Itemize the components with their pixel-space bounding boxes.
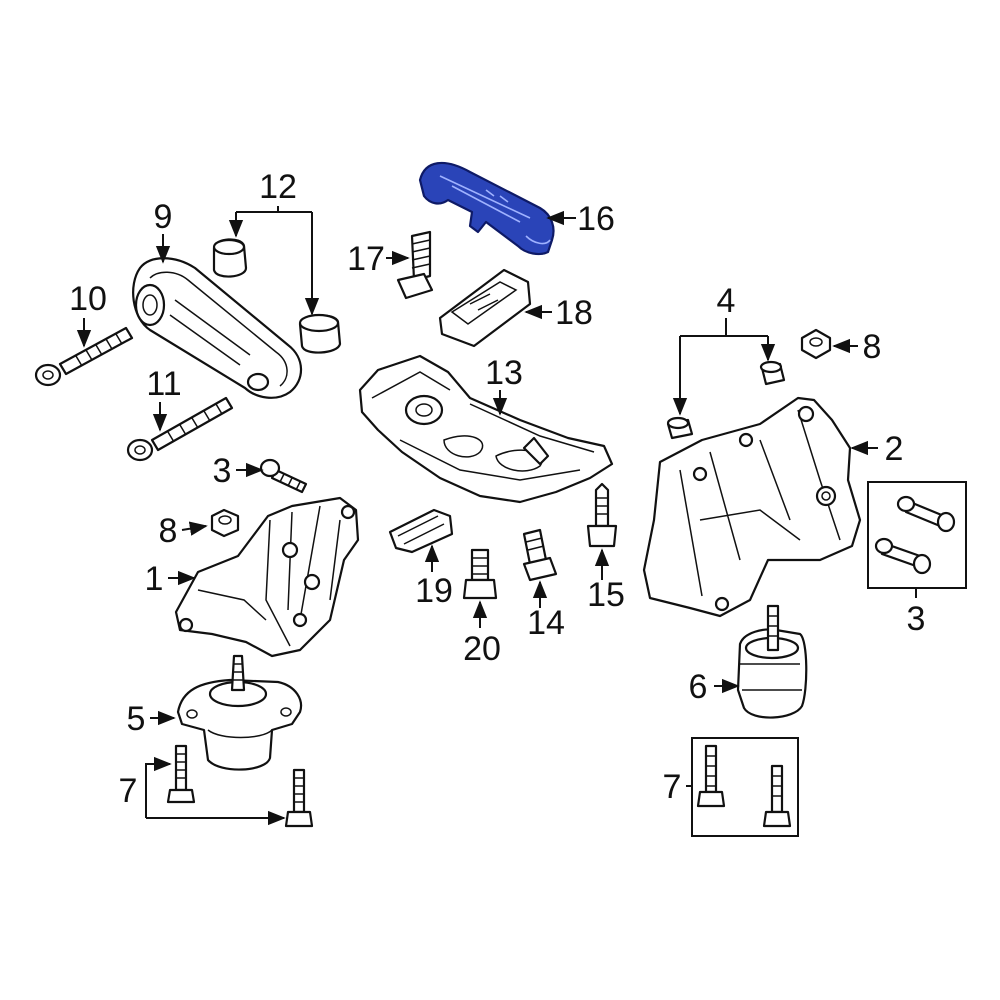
callout-8-right: 8: [863, 328, 882, 366]
part-8-nut-right[interactable]: [800, 328, 832, 360]
callout-10: 10: [69, 280, 107, 318]
part-13-crossmember[interactable]: [358, 354, 614, 504]
part-16-bracket[interactable]: [418, 161, 555, 256]
callout-7-left: 7: [119, 772, 138, 810]
callout-9: 9: [154, 198, 173, 236]
callout-19: 19: [415, 572, 453, 610]
callout-1: 1: [145, 560, 164, 598]
part-19-clip[interactable]: [388, 508, 454, 554]
part-4-sleeve-bottom[interactable]: [666, 416, 694, 440]
part-3-bolt-left[interactable]: [259, 458, 308, 494]
part-12-bushing-bottom[interactable]: [298, 313, 342, 354]
callout-13: 13: [485, 354, 523, 392]
callout-17: 17: [347, 240, 385, 278]
callout-4: 4: [717, 282, 736, 320]
callout-18: 18: [555, 294, 593, 332]
callout-20: 20: [463, 630, 501, 668]
part-7-bolt-left-a[interactable]: [166, 744, 196, 804]
leader-lines: [76, 206, 917, 826]
callout-7-right: 7: [663, 768, 682, 806]
part-8-nut-left[interactable]: [210, 508, 240, 538]
part-18-pad[interactable]: [438, 268, 532, 348]
callout-6: 6: [689, 668, 708, 706]
callout-3-right: 3: [907, 600, 926, 638]
part-20-bolt[interactable]: [462, 548, 498, 600]
part-6-mount[interactable]: [736, 604, 808, 719]
callout-11: 11: [146, 365, 181, 403]
part-2-bracket[interactable]: [642, 396, 862, 618]
callout-16: 16: [577, 200, 615, 238]
callout-5: 5: [127, 700, 146, 738]
part-4-sleeve-top[interactable]: [759, 360, 786, 386]
part-15-stud[interactable]: [586, 482, 618, 548]
callout-15: 15: [587, 576, 625, 614]
part-17-bolt[interactable]: [396, 230, 434, 300]
callout-12: 12: [259, 168, 297, 206]
part-10-bolt[interactable]: [34, 326, 134, 387]
part-7-bolt-left-b[interactable]: [284, 768, 314, 828]
part-7-bolt-right-b[interactable]: [762, 764, 792, 828]
part-3-bolt-right-b[interactable]: [874, 537, 932, 575]
callout-3-left: 3: [213, 452, 232, 490]
part-9-torque-rod[interactable]: [132, 257, 303, 399]
part-14-bolt[interactable]: [522, 528, 558, 582]
part-3-bolt-right-a[interactable]: [896, 495, 956, 533]
part-5-mount[interactable]: [176, 654, 303, 771]
part-7-bolt-right-a[interactable]: [696, 744, 726, 808]
part-12-bushing-top[interactable]: [212, 238, 248, 278]
callout-2: 2: [885, 430, 904, 468]
part-1-bracket[interactable]: [174, 496, 360, 658]
callout-8-left: 8: [159, 512, 178, 550]
part-11-bolt[interactable]: [126, 396, 234, 462]
callout-14: 14: [527, 604, 565, 642]
